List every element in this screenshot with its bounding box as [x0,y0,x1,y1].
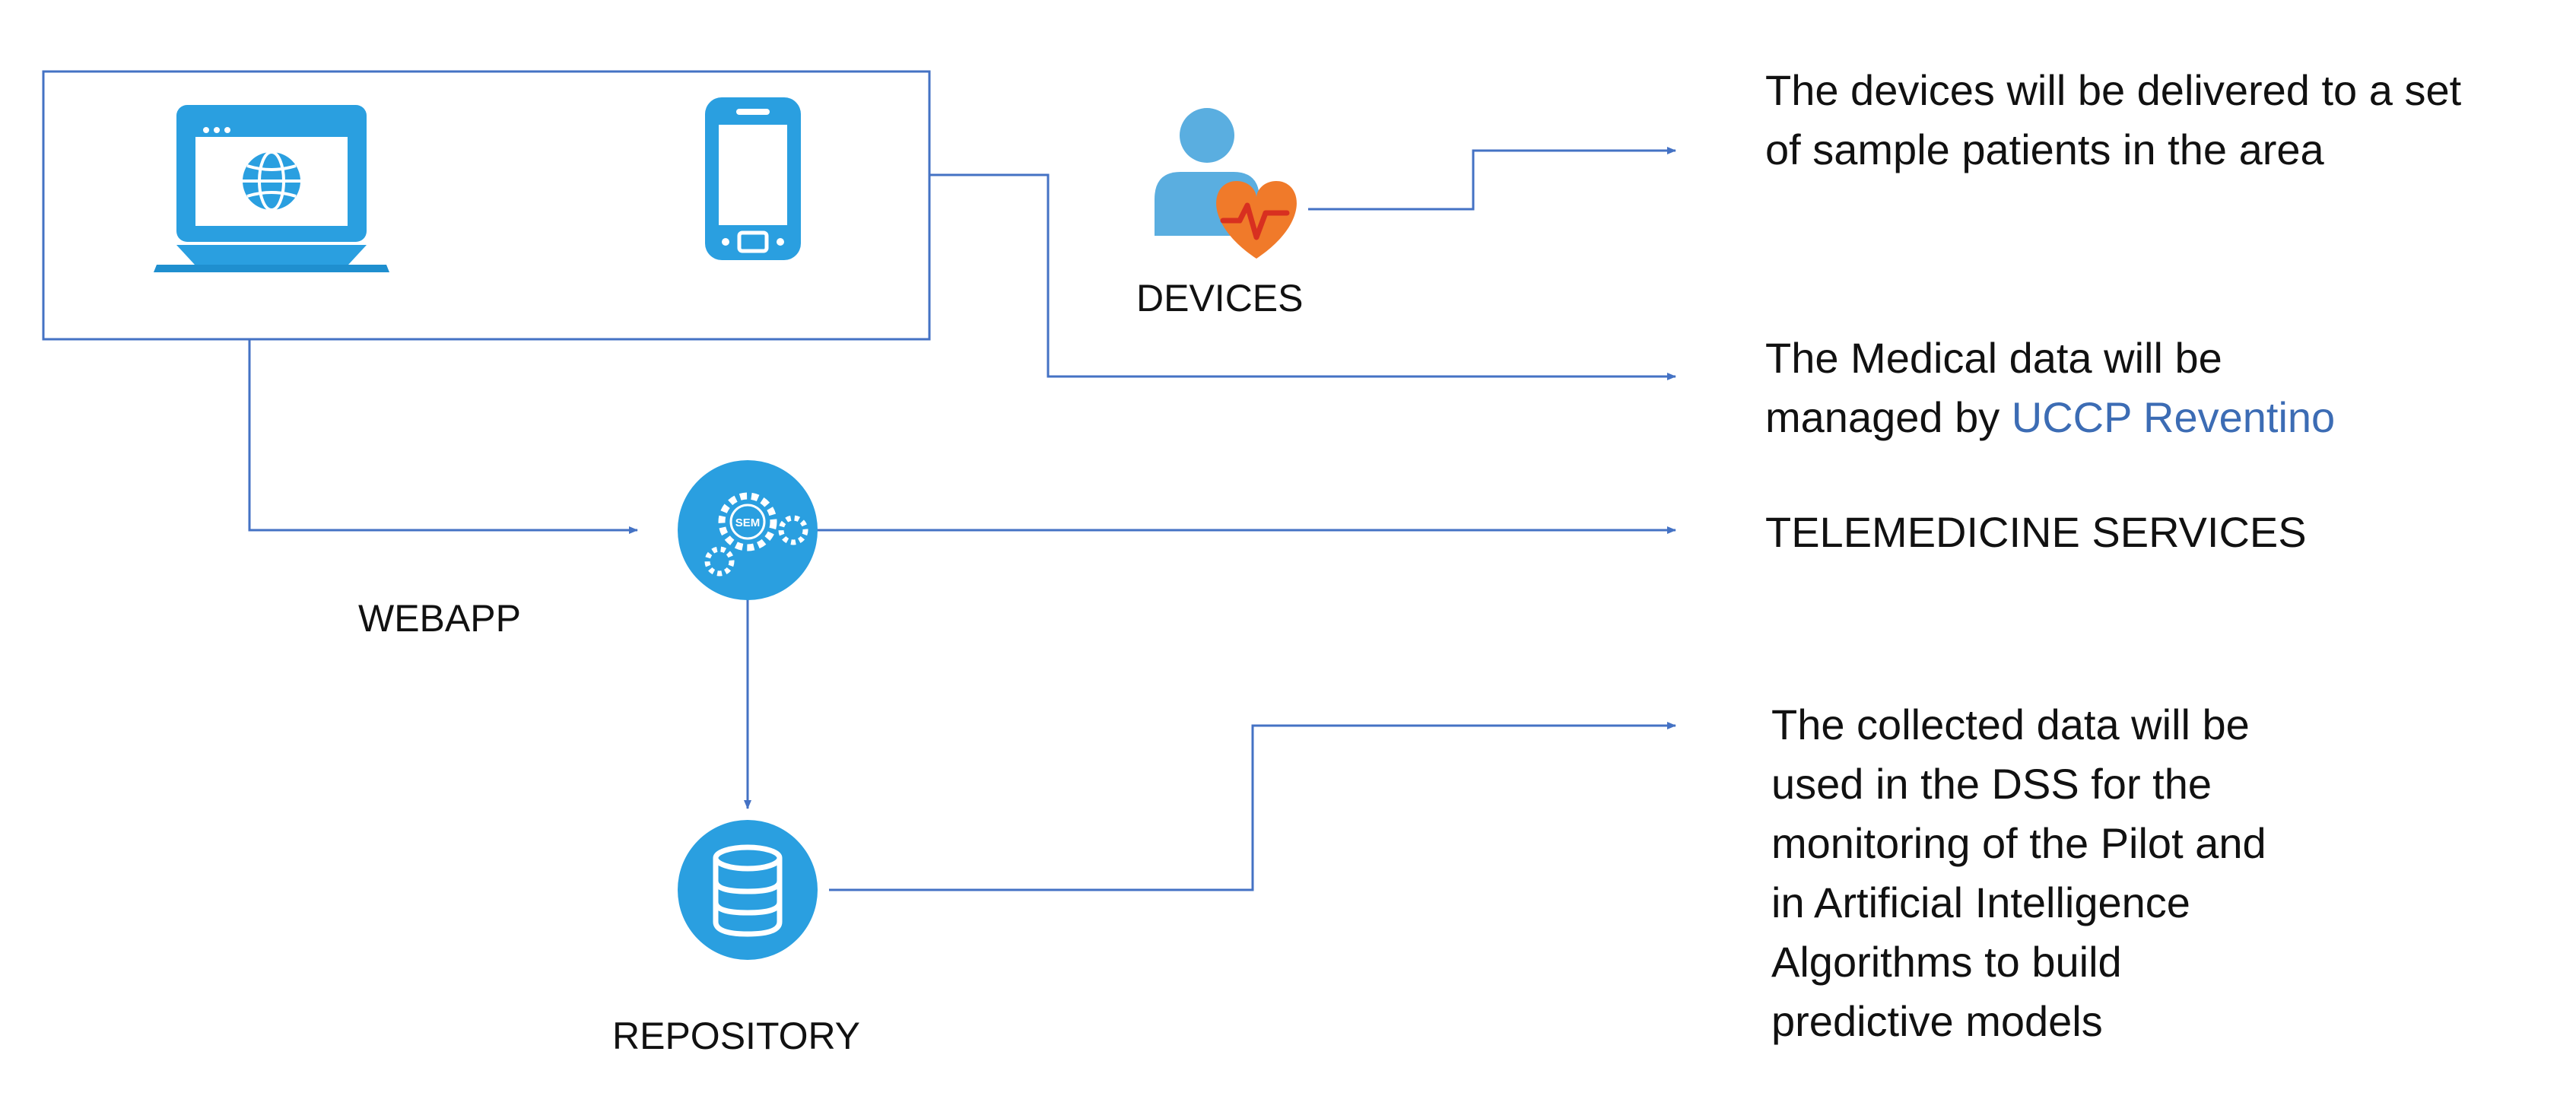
note-line: monitoring of the Pilot and [1771,819,2266,867]
connector-box-to-webapp [248,339,638,534]
note-line: managed by UCCP Reventino [1765,388,2335,447]
smartphone-icon [705,97,801,260]
note-line: The collected data will be [1771,701,2250,748]
laptop-globe-icon [154,105,389,272]
gears-icon: SEM [678,460,818,600]
devices-delivery-note: The devices will be delivered to a set o… [1765,61,2461,180]
note-line: The Medical data will be [1765,334,2222,382]
note-line: TELEMEDICINE SERVICES [1765,508,2307,556]
patient-heart-icon [1155,108,1297,259]
gears-icon-text: SEM [735,516,761,529]
medical-data-note: The Medical data will be managed by UCCP… [1765,329,2335,447]
note-line: The devices will be delivered to a set [1765,66,2462,114]
note-line: of sample patients in the area [1765,125,2324,173]
webapp-label: WEBAPP [358,597,521,640]
note-text: managed by [1765,393,2012,441]
repository-label: REPOSITORY [612,1015,861,1057]
client-devices-box [42,70,931,341]
uccp-reventino-highlight: UCCP Reventino [2011,393,2336,441]
note-line: in Artificial Intelligence [1771,878,2190,926]
connector-devices-to-delivery-note [1308,147,1676,211]
database-icon [678,820,818,960]
note-line: Algorithms to build [1771,938,2122,986]
connector-box-to-medical-data [929,173,1676,380]
connector-repository-to-collected-data [829,722,1676,891]
collected-data-note: The collected data will be used in the D… [1771,695,2266,1051]
note-line: predictive models [1771,997,2103,1045]
telemedicine-services-note: TELEMEDICINE SERVICES [1765,503,2307,562]
note-line: used in the DSS for the [1771,760,2212,808]
devices-label: DEVICES [1136,277,1304,319]
